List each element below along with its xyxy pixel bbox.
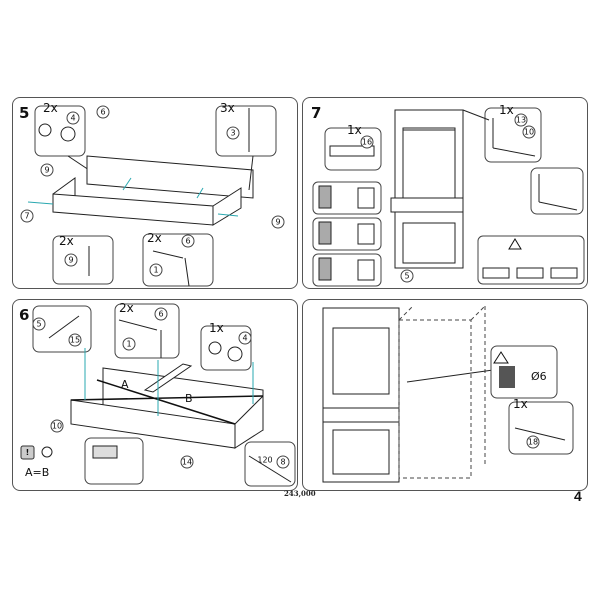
drawer xyxy=(322,407,400,423)
cam-lock-icon xyxy=(60,126,76,142)
part-number: 10 xyxy=(524,128,534,137)
callout-measure xyxy=(244,441,296,487)
step-6-panel: 6 5 15 2x 1 6 1x 4 A B 10 14 120 8 ! A=B xyxy=(12,299,298,491)
callout-connector xyxy=(508,401,574,455)
wardrobe-body xyxy=(322,307,400,483)
callout-dowel-small xyxy=(52,235,114,285)
part-number: 15 xyxy=(70,336,80,345)
part-number: 10 xyxy=(52,422,62,431)
quantity-label: 2x xyxy=(147,231,162,245)
part-number: 1 xyxy=(153,266,158,275)
step-7-panel: 7 1x 16 5 1x 13 10 xyxy=(302,97,588,289)
shelf-board xyxy=(143,363,193,393)
step-number: 6 xyxy=(19,306,29,324)
part-number: 4 xyxy=(242,334,247,343)
back-panel xyxy=(86,155,254,199)
quantity-label: 3x xyxy=(220,101,235,115)
drill-icon xyxy=(92,445,118,459)
adjacent-wardrobe-outline xyxy=(398,319,472,479)
quantity-label: 2x xyxy=(43,101,58,115)
warning-icon xyxy=(493,351,509,364)
part-number: 13 xyxy=(516,116,526,125)
diagonal-b-label: B xyxy=(185,392,193,405)
part-number: 8 xyxy=(280,458,285,467)
part-number: 6 xyxy=(100,108,105,117)
callout-dowel xyxy=(215,105,277,157)
part-number: 3 xyxy=(230,129,235,138)
cam-hole-icon xyxy=(38,123,52,137)
diagonal-a xyxy=(96,379,236,425)
quantity-label: 2x xyxy=(119,301,134,315)
step-5-diagram: 5 2x 4 6 3x 3 9 7 9 2x 9 2x 1 6 xyxy=(19,101,285,287)
diagonal-b xyxy=(70,395,264,401)
tape-measure-icon xyxy=(41,446,53,458)
callout-wall-fixed xyxy=(530,167,584,215)
step-number: 5 xyxy=(19,104,29,122)
quantity-label: 1x xyxy=(347,123,362,137)
quantity-label: 1x xyxy=(499,103,514,117)
step-5-panel: 5 2x 4 6 3x 3 9 7 9 2x 9 2x 1 6 xyxy=(12,97,298,289)
part-number: 6 xyxy=(185,237,190,246)
quantity-label: 1x xyxy=(513,397,528,411)
part-number: 1 xyxy=(126,340,131,349)
part-number: 5 xyxy=(36,320,41,329)
drawer xyxy=(390,197,464,213)
warning-icon xyxy=(508,238,522,250)
diagonal-a-label: A xyxy=(121,378,129,391)
side-panel-right xyxy=(212,187,242,226)
a-equals-b-label: A=B xyxy=(25,466,49,479)
page-number: 4 xyxy=(574,488,582,504)
hanging-rail-icon xyxy=(329,145,375,157)
part-number: 18 xyxy=(528,438,538,447)
part-number: 4 xyxy=(70,114,75,123)
step-7-diagram: 7 1x 16 5 1x 13 10 xyxy=(311,103,585,287)
svg-text:!: ! xyxy=(26,448,30,457)
base-side xyxy=(234,394,264,449)
front-panel xyxy=(52,193,214,226)
part-number: 9 xyxy=(275,218,280,227)
part-number: 6 xyxy=(158,310,163,319)
quantity-label: 2x xyxy=(59,234,74,248)
part-number: 14 xyxy=(182,458,192,467)
wardrobe-body xyxy=(394,109,464,269)
wall-type-info xyxy=(477,235,585,285)
part-number: 7 xyxy=(24,212,29,221)
exclamation-icon xyxy=(20,445,35,460)
step-6-diagram: 6 5 15 2x 1 6 1x 4 A B 10 14 120 8 ! A=B xyxy=(19,301,296,487)
part-number: 9 xyxy=(68,256,73,265)
callout-drill xyxy=(84,437,144,485)
part-number: 9 xyxy=(44,166,49,175)
part-number: 16 xyxy=(362,138,372,147)
step-8-panel: Ø6 1x 18 xyxy=(302,299,588,491)
part-number: 5 xyxy=(404,272,409,281)
diameter-label: Ø6 xyxy=(531,370,547,383)
step-8-diagram: Ø6 1x 18 xyxy=(322,305,574,483)
callout-cam-lock xyxy=(200,325,252,371)
wall-texture-icon xyxy=(499,366,515,388)
catalog-code: 243,000 xyxy=(284,489,316,498)
quantity-label: 1x xyxy=(209,321,224,335)
step-number: 7 xyxy=(311,104,321,122)
measure-label: 120 xyxy=(257,456,272,465)
